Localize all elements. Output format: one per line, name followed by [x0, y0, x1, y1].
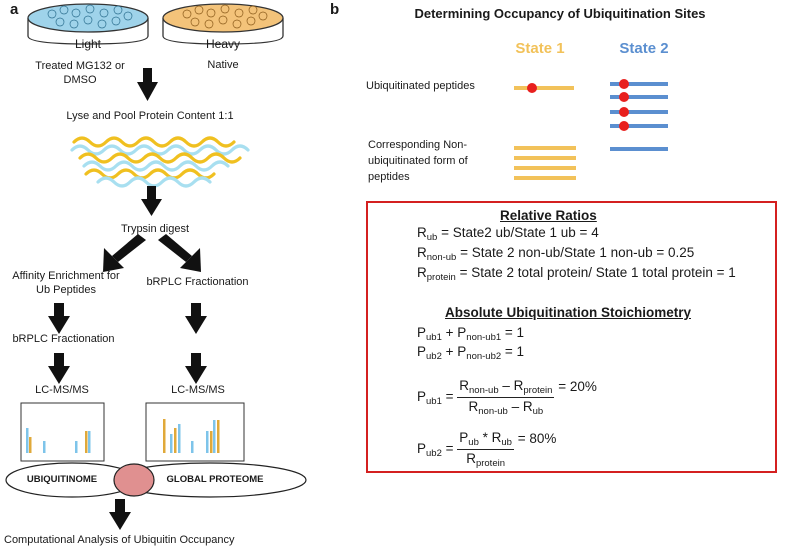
r-ub-formula: Rub = State2 ub/State 1 ub = 4: [417, 225, 599, 243]
state2-ub-peptide: [610, 95, 668, 99]
heavy-dish-icon: [162, 3, 284, 45]
pub1-formula: Pub1 = Rnon-ub – Rprotein Rnon-ub – Rub …: [417, 378, 597, 417]
panel-b-title: Determining Occupancy of Ubiquitination …: [414, 6, 706, 21]
left-spectrum-box: [20, 402, 105, 462]
right-spectrum-icon: [163, 419, 220, 453]
sum-eq2-formula: Pub2 + Pnon-ub2 = 1: [417, 344, 525, 362]
non-ubiquitinated-label: Corresponding Non-ubiquitinated form of …: [368, 139, 468, 183]
right-spectrum-box: [145, 402, 245, 462]
venn-diagram: [5, 462, 307, 498]
state2-nonub-peptide: [610, 147, 668, 151]
peptide-states-graphic: [514, 79, 668, 180]
lyse-step-label: Lyse and Pool Protein Content 1:1: [66, 110, 234, 122]
arrow-down-right-icon: [158, 234, 201, 272]
heavy-treatment-label: Native: [207, 59, 239, 71]
right-fractionation-label: bRPLC Fractionation: [146, 276, 249, 288]
r-nonub-formula: Rnon-ub = State 2 non-ub/State 1 non-ub …: [417, 245, 695, 263]
panel-a-graphics: [5, 3, 307, 530]
panel-a-letter: a: [10, 1, 19, 18]
stoichiometry-box: [366, 201, 777, 473]
r-protein-formula: Rprotein = State 2 total protein/ State …: [417, 265, 736, 283]
right-lcms-label: LC-MS/MS: [171, 384, 225, 396]
arrow-down-icon: [48, 303, 70, 334]
ub-site-icon: [619, 107, 629, 117]
ub-site-icon: [527, 83, 537, 93]
ubiquitinated-peptides-label: Ubiquitinated peptides: [366, 80, 475, 92]
arrow-down-icon: [185, 303, 207, 334]
heavy-dish-label: Heavy: [205, 37, 240, 51]
venn-global-proteome-label: GLOBAL PROTEOME: [166, 474, 264, 485]
state2-label: State 2: [619, 40, 669, 57]
state1-nonub-peptide: [514, 176, 576, 180]
absolute-stoichiometry-heading: Absolute Ubiquitination Stoichiometry: [445, 305, 691, 320]
arrow-down-icon: [185, 353, 207, 384]
left-fractionation-label: bRPLC Fractionation: [12, 333, 115, 345]
ub-site-icon: [619, 79, 629, 89]
state1-nonub-peptide: [514, 156, 576, 160]
relative-ratios-heading: Relative Ratios: [500, 208, 597, 223]
left-lcms-label: LC-MS/MS: [35, 384, 89, 396]
ub-site-icon: [619, 92, 629, 102]
state1-ub-peptide: [514, 86, 574, 90]
final-step-label: Computational Analysis of Ubiquitin Occu…: [4, 534, 235, 546]
left-spectrum-icon: [26, 428, 91, 453]
arrow-down-icon: [109, 499, 131, 530]
light-treatment-label: Treated MG132 or DMSO: [35, 60, 125, 86]
arrow-down-icon: [141, 186, 162, 216]
arrow-down-left-icon: [103, 234, 146, 272]
venn-ubiquitinome-label: UBIQUITINOME: [26, 474, 98, 485]
sum-eq1-formula: Pub1 + Pnon-ub1 = 1: [417, 325, 525, 343]
state2-ub-peptide: [610, 110, 668, 114]
state1-nonub-peptide: [514, 146, 576, 150]
state2-ub-peptide: [610, 124, 668, 128]
affinity-enrichment-label: Affinity Enrichment for Ub Peptides: [12, 270, 120, 296]
pub2-formula: Pub2 = Pub * Rub Rprotein = 80%: [417, 430, 557, 469]
light-dish-label: Light: [74, 37, 102, 51]
state2-ub-peptide: [610, 82, 668, 86]
light-dish-icon: [27, 3, 149, 45]
state1-nonub-peptide: [514, 166, 576, 170]
arrow-down-icon: [48, 353, 70, 384]
trypsin-step-label: Trypsin digest: [120, 223, 190, 235]
arrow-down-icon: [137, 68, 158, 101]
peptide-mixture-icon: [70, 136, 250, 188]
panel-b-letter: b: [330, 1, 340, 18]
state1-label: State 1: [515, 40, 565, 57]
ub-site-icon: [619, 121, 629, 131]
